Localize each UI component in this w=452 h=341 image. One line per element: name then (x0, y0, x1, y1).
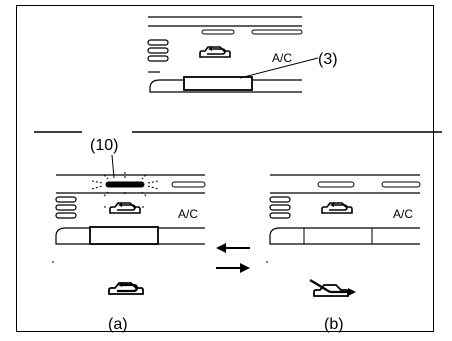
left-control-panel: (10) A/C (a) (52, 137, 206, 333)
arrow-left-icon (216, 243, 250, 253)
recirculation-icon (107, 281, 145, 296)
callout-label: (3) (318, 51, 338, 68)
ac-button[interactable] (183, 76, 253, 91)
vent-grille-icon (55, 196, 77, 219)
recirculation-icon (109, 202, 141, 214)
ac-label: A/C (178, 207, 198, 221)
vent-grille-icon (147, 39, 169, 62)
callout-label: (10) (90, 137, 118, 154)
ac-label: A/C (393, 207, 413, 221)
indicator-glow (91, 172, 159, 197)
diagram-frame (16, 5, 434, 332)
right-control-panel: A/C (b) (266, 174, 421, 333)
caption-b: (b) (324, 316, 344, 333)
indicator-light (105, 181, 145, 188)
leader-line (239, 57, 319, 79)
vent-grille-icon (269, 196, 291, 219)
arrow-right-icon (216, 263, 250, 273)
recirculation-button[interactable] (89, 226, 159, 245)
recirculation-icon (199, 46, 231, 58)
ac-label: A/C (272, 51, 292, 65)
top-control-panel: A/C (3) (147, 16, 338, 93)
recirculation-icon (321, 202, 353, 214)
leader-line (111, 154, 115, 179)
caption-a: (a) (108, 316, 128, 333)
fresh-air-icon (309, 279, 356, 297)
